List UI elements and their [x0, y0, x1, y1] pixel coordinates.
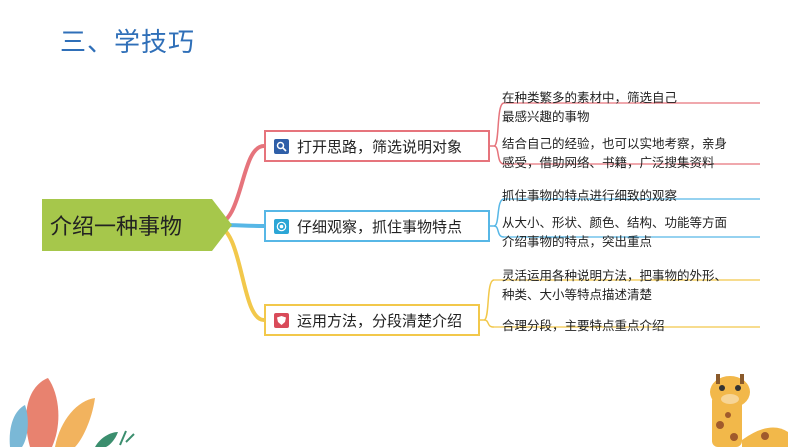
- search-icon-lens: [276, 141, 285, 149]
- leaf-line: 抓住事物的特点进行细致的观察: [502, 188, 678, 203]
- target-icon-ring: [276, 221, 287, 231]
- leaf-2-2: 从大小、形状、颜色、结构、功能等方面 介绍事物的特点，突出重点: [502, 213, 727, 251]
- leaf-line: 介绍事物的特点，突出重点: [502, 234, 653, 249]
- branch-node-2: 仔细观察，抓住事物特点: [264, 210, 490, 242]
- leaf-line: 最感兴趣的事物: [502, 109, 590, 124]
- target-icon-glyph: [276, 221, 287, 231]
- search-icon: [274, 138, 289, 154]
- leaf-line: 感受，借助网络、书籍，广泛搜集资料: [502, 155, 715, 170]
- connector-branch-3-to-leaf-1: [483, 279, 495, 321]
- search-icon-glyph: [276, 141, 287, 152]
- branch-node-1: 打开思路，筛选说明对象: [264, 130, 490, 162]
- leaf-line: 灵活运用各种说明方法，把事物的外形、: [502, 268, 728, 283]
- connector-branch-3-to-leaf-2: [483, 319, 495, 328]
- connector-branch-2-to-leaf-2: [493, 225, 505, 238]
- branch-label: 运用方法，分段清楚介绍: [297, 311, 463, 330]
- central-node-arrow: [212, 199, 232, 251]
- leaf-line: 结合自己的经验，也可以实地考察，亲身: [502, 136, 728, 151]
- central-node: [42, 199, 212, 251]
- shield-icon-shape: [277, 315, 286, 325]
- connector-branch-2-to-leaf-1: [493, 198, 505, 227]
- connector-branch-1-to-leaf-2: [493, 145, 505, 165]
- search-icon-handle: [282, 146, 287, 152]
- leaf-3-2: 合理分段，主要特点重点介绍: [502, 316, 665, 335]
- leaf-2-1: 抓住事物的特点进行细致的观察: [502, 186, 677, 205]
- connector-branch-1-to-leaf-1: [493, 102, 505, 147]
- central-node-label: 介绍一种事物: [50, 215, 183, 240]
- branch-node-3: 运用方法，分段清楚介绍: [264, 304, 480, 336]
- leaf-line: 从大小、形状、颜色、结构、功能等方面: [502, 215, 728, 230]
- leaf-line: 合理分段，主要特点重点介绍: [502, 318, 665, 333]
- leaf-3-1: 灵活运用各种说明方法，把事物的外形、 种类、大小等特点描述清楚: [502, 266, 727, 304]
- target-icon: [274, 218, 289, 234]
- target-icon-dot: [279, 224, 284, 228]
- leaf-1-1: 在种类繁多的素材中，筛选自己 最感兴趣的事物: [502, 88, 677, 126]
- giraffe-decoration: [710, 374, 788, 447]
- page-title: 三、学技巧: [60, 28, 196, 58]
- leaf-1-2: 结合自己的经验，也可以实地考察，亲身 感受，借助网络、书籍，广泛搜集资料: [502, 134, 727, 172]
- shield-icon-glyph: [277, 315, 286, 325]
- shield-icon: [274, 312, 289, 328]
- leaf-line: 在种类繁多的素材中，筛选自己: [502, 90, 678, 105]
- branch-label: 仔细观察，抓住事物特点: [297, 217, 463, 236]
- connector-center-to-branch-3: [212, 223, 266, 322]
- branch-label: 打开思路，筛选说明对象: [297, 137, 463, 156]
- leaf-line: 种类、大小等特点描述清楚: [502, 287, 653, 302]
- leaf-decoration: [9, 378, 135, 447]
